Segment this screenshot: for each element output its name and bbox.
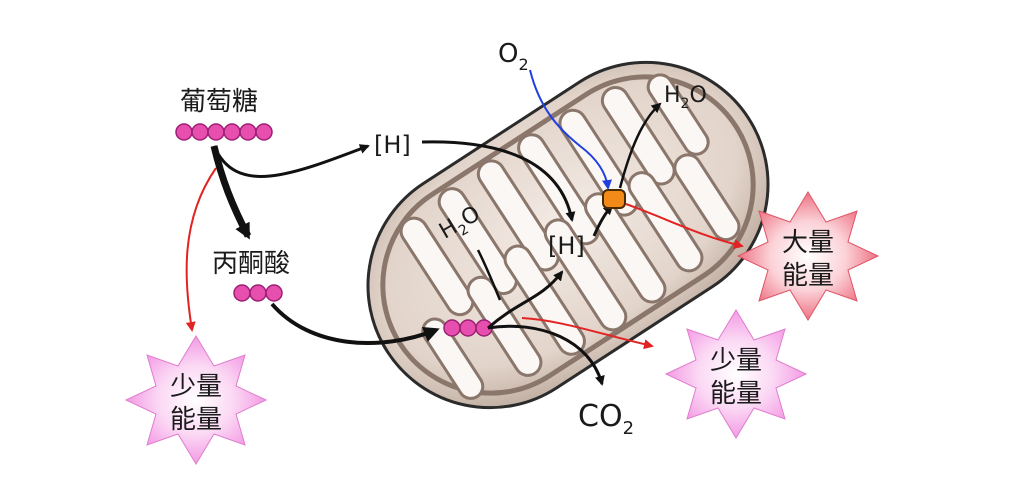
arrow-h-into-mito	[421, 140, 576, 222]
o2-label: O2	[498, 39, 529, 74]
cristae-bottom	[421, 153, 741, 400]
energy-left-line2: 能量	[170, 405, 222, 435]
h2o-top-o: O	[689, 83, 706, 108]
arrow-enzyme-to-h2o	[618, 102, 662, 189]
h-label-top: [H]	[374, 131, 411, 159]
glucose-beads	[175, 123, 273, 141]
h2o-top-label: H2O	[664, 83, 707, 112]
energy-star-right-bottom: 少量 能量	[664, 309, 808, 439]
pyruvate-label: 丙酮酸	[212, 249, 290, 279]
co2-co: CO	[578, 399, 623, 434]
energy-right-top-line2: 能量	[782, 261, 834, 291]
h2o-top-sub: 2	[681, 96, 690, 112]
co2-sub: 2	[623, 418, 634, 439]
arrow-to-co2	[487, 324, 605, 386]
star-shape-right-top	[736, 191, 880, 321]
arrow-pyruvate-into-mito	[270, 302, 440, 345]
h-label-mid: [H]	[548, 232, 585, 260]
glucose-label: 葡萄糖	[180, 87, 258, 117]
pyruvate-beads-inside	[443, 319, 493, 337]
pyruvate-beads	[233, 284, 283, 302]
red-energy-line-inner	[521, 317, 654, 350]
energy-right-bottom-line1: 少量	[710, 346, 762, 376]
o2-o: O	[498, 39, 518, 69]
red-arrow-to-large-energy	[625, 203, 744, 250]
energy-right-top-line1: 大量	[782, 228, 834, 258]
energy-right-bottom-line2: 能量	[710, 379, 762, 409]
h2o-top-h: H	[664, 83, 681, 108]
arrow-glucose-to-small-energy	[185, 167, 217, 332]
arrow-glucose-to-pyruvate	[210, 145, 252, 240]
energy-star-left: 少量 能量	[124, 335, 268, 465]
star-shape-right-bottom	[664, 309, 808, 439]
arrow-h2o-into-reaction	[476, 249, 502, 301]
cristae-top	[399, 73, 710, 317]
co2-label: CO2	[578, 399, 634, 439]
o2-sub: 2	[518, 55, 528, 74]
energy-star-right-top: 大量 能量	[736, 191, 880, 321]
arrow-glucose-to-h	[212, 144, 370, 178]
mito-inner-membrane	[380, 74, 756, 396]
star-shape-left	[124, 335, 268, 465]
arrow-to-h-mid	[487, 270, 564, 330]
energy-left-line1: 少量	[170, 372, 222, 402]
arrow-o2-to-enzyme	[529, 69, 612, 190]
atp-synthase-enzyme	[602, 189, 626, 209]
